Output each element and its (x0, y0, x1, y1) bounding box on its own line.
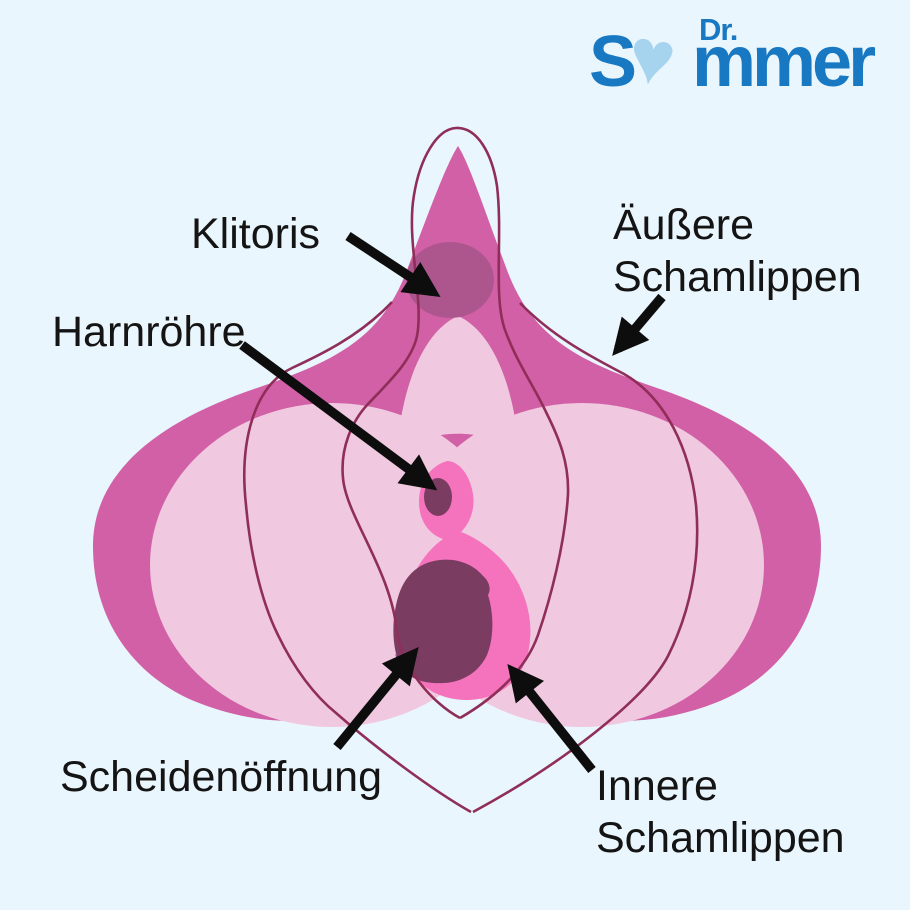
label-harnroehre: Harnröhre (52, 308, 246, 356)
arrow-klitoris (345, 232, 441, 297)
label-klitoris: Klitoris (191, 210, 321, 258)
label-scheidenoeffnung: Scheidenöffnung (60, 753, 382, 801)
label-aeussere-line1: Äußere (613, 201, 755, 249)
label-aeussere-schamlippen: Äußere Schamlippen (613, 199, 862, 304)
logo-letter-s: S (589, 22, 637, 102)
label-innere-line2: Schamlippen (596, 814, 845, 863)
arrow-scheidenoeffnung (333, 647, 419, 751)
logo-letters-mmer: mmer (692, 22, 876, 102)
pointer-arrows (239, 232, 666, 773)
inner-labia-outline-right (472, 302, 699, 814)
logo-dr-text: Dr. (699, 12, 738, 47)
clitoris-shape (406, 242, 494, 318)
inner-labia-outline-left (243, 301, 472, 814)
arrow-harnroehre (239, 341, 438, 491)
label-innere-schamlippen: Innere Schamlippen (596, 760, 845, 865)
arrow-innere-schamlippen (507, 663, 596, 773)
label-innere-line1: Innere (596, 762, 718, 810)
dr-sommer-logo: S ♥ mmer Dr. (585, 10, 895, 110)
arrow-aeussere-schamlippen (612, 293, 666, 356)
label-aeussere-line2: Schamlippen (613, 253, 862, 302)
inner-labia-outline (341, 126, 570, 720)
